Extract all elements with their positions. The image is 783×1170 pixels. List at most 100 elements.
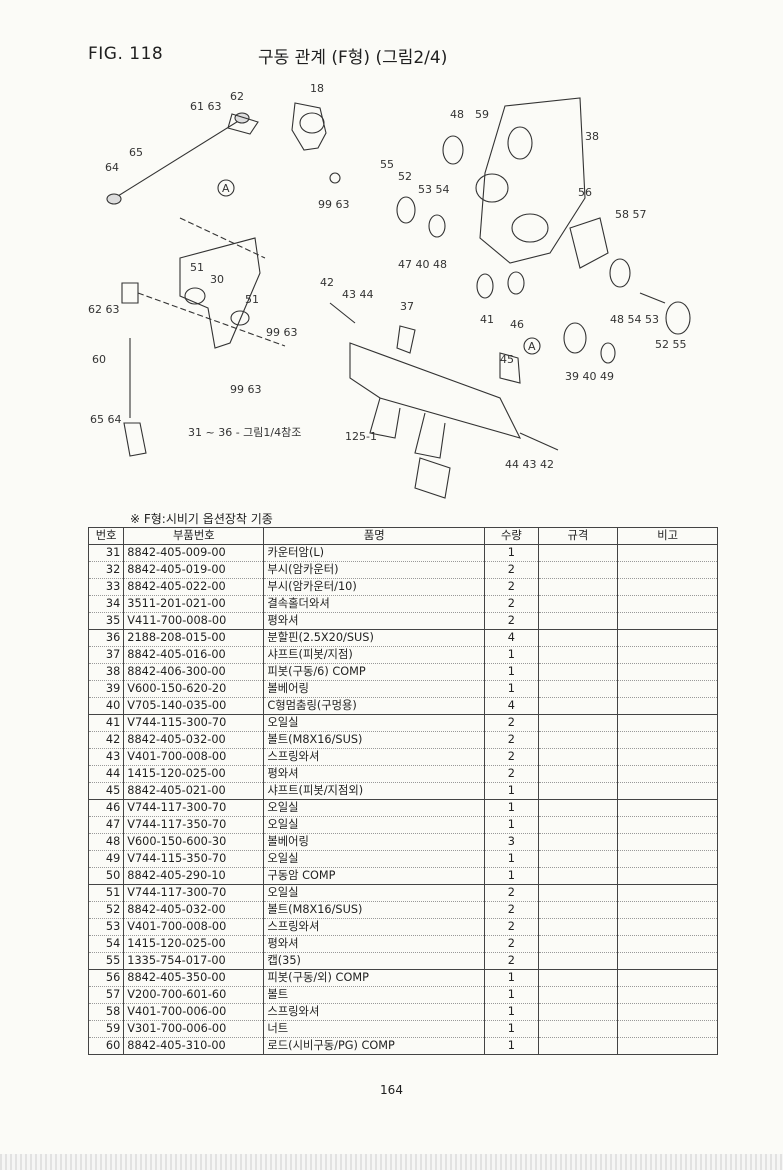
cell-remarks: [617, 748, 718, 766]
table-header-row: 번호 부품번호 품명 수량 규격 비고: [87, 527, 718, 545]
cell-part-number: V401-700-008-00: [123, 918, 265, 936]
cell-part-name: 결속홀더와셔: [263, 595, 486, 613]
cell-no: 50: [87, 867, 125, 885]
cell-spec: [537, 544, 619, 562]
cell-no: 32: [87, 561, 125, 579]
shaft-37: [396, 325, 416, 354]
cell-no: 51: [87, 884, 125, 902]
callout-46: 46: [510, 318, 524, 331]
cell-part-name: 오일실: [263, 799, 486, 817]
cell-part-name: 평와셔: [263, 935, 486, 953]
callout-58-57: 58 57: [615, 208, 647, 221]
cell-part-name: 캡(35): [263, 952, 486, 970]
cell-part-number: 2188-208-015-00: [123, 629, 265, 647]
cell-qty: 4: [484, 629, 539, 647]
cell-spec: [537, 629, 619, 647]
cell-remarks: [617, 935, 718, 953]
cell-remarks: [617, 782, 718, 800]
cell-part-number: V705-140-035-00: [123, 697, 265, 715]
cell-remarks: [617, 867, 718, 885]
cell-part-number: 1335-754-017-00: [123, 952, 265, 970]
callout-51: 51: [190, 261, 204, 274]
cell-spec: [537, 595, 619, 613]
ref-note: 31 ~ 36 - 그림1/4참조: [188, 426, 301, 439]
bolt-42-upper: [329, 302, 356, 324]
cell-remarks: [617, 986, 718, 1004]
callout-62-63: 62 63: [88, 303, 120, 316]
cell-remarks: [617, 680, 718, 698]
page-number: 164: [380, 1083, 403, 1097]
cell-no: 49: [87, 850, 125, 868]
cell-spec: [537, 901, 619, 919]
callout-38: 38: [585, 130, 599, 143]
cell-spec: [537, 663, 619, 681]
cell-no: 33: [87, 578, 125, 596]
rod-end-left: [106, 193, 122, 205]
cell-part-name: 볼베어링: [263, 833, 486, 851]
cell-spec: [537, 612, 619, 630]
callout-37: 37: [400, 300, 414, 313]
cell-qty: 1: [484, 782, 539, 800]
cell-part-number: 8842-406-300-00: [123, 663, 265, 681]
cell-qty: 1: [484, 850, 539, 868]
cell-part-number: 1415-120-025-00: [123, 935, 265, 953]
cell-spec: [537, 884, 619, 902]
cell-part-name: C형멈춤링(구멍용): [263, 697, 486, 715]
cell-no: 41: [87, 714, 125, 732]
cell-no: 45: [87, 782, 125, 800]
cell-spec: [537, 782, 619, 800]
cell-part-number: 8842-405-021-00: [123, 782, 265, 800]
cell-spec: [537, 680, 619, 698]
cell-no: 60: [87, 1037, 125, 1055]
cell-qty: 1: [484, 867, 539, 885]
label-a-2: A: [528, 340, 536, 353]
cell-no: 40: [87, 697, 125, 715]
seal-47: [396, 196, 416, 224]
callout-65-64: 65 64: [90, 413, 122, 426]
cell-spec: [537, 850, 619, 868]
cell-no: 58: [87, 1003, 125, 1021]
cell-qty: 1: [484, 816, 539, 834]
cell-remarks: [617, 952, 718, 970]
cell-remarks: [617, 833, 718, 851]
cell-remarks: [617, 901, 718, 919]
callout-44-43-42: 44 43 42: [505, 458, 554, 471]
callout-52: 52: [398, 170, 412, 183]
seal-48: [442, 135, 464, 165]
cell-remarks: [617, 697, 718, 715]
cell-part-number: 8842-405-022-00: [123, 578, 265, 596]
cell-qty: 2: [484, 765, 539, 783]
cell-part-name: 분할핀(2.5X20/SUS): [263, 629, 486, 647]
cell-qty: 1: [484, 680, 539, 698]
main-frame: [349, 342, 522, 439]
bolt-42: [519, 432, 559, 451]
cell-no: 44: [87, 765, 125, 783]
cell-part-number: V200-700-601-60: [123, 986, 265, 1004]
cell-part-name: 로드(시비구동/PG) COMP: [263, 1037, 486, 1055]
rod-end-top: [121, 282, 139, 304]
cell-qty: 2: [484, 612, 539, 630]
cell-no: 31: [87, 544, 125, 562]
header-no: 번호: [87, 527, 125, 545]
cell-remarks: [617, 731, 718, 749]
cell-part-number: V744-117-300-70: [123, 884, 265, 902]
callout-41: 41: [480, 313, 494, 326]
cell-spec: [537, 714, 619, 732]
housing-bore-1: [507, 126, 533, 160]
arm-bush: [184, 287, 206, 305]
callout-30: 30: [210, 273, 224, 286]
counter-arm: [179, 237, 261, 349]
cell-qty: 1: [484, 646, 539, 664]
cell-remarks: [617, 816, 718, 834]
cell-part-name: 볼트(M8X16/SUS): [263, 901, 486, 919]
cell-part-number: V401-700-006-00: [123, 1003, 265, 1021]
